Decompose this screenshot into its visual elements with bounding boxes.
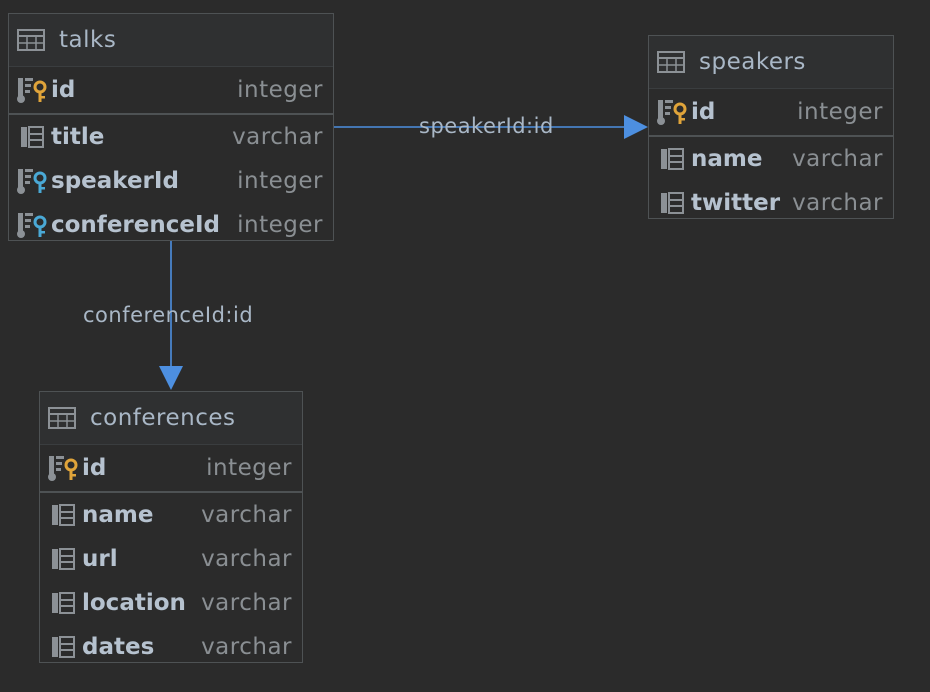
column-icon [655, 188, 689, 218]
column-type: varchar [792, 146, 883, 172]
column-row[interactable]: title varchar [9, 115, 333, 159]
table-header[interactable]: speakers [649, 36, 893, 89]
edge-conference-arrowhead [159, 366, 183, 390]
column-name: id [82, 455, 107, 481]
column-icon [655, 144, 689, 174]
column-row[interactable]: twitter varchar [649, 181, 893, 225]
column-row[interactable]: url varchar [40, 537, 302, 581]
column-name: dates [82, 634, 155, 660]
column-type: integer [237, 212, 323, 238]
edge-speaker-arrowhead [624, 115, 648, 139]
table-header[interactable]: conferences [40, 392, 302, 445]
column-type: integer [237, 168, 323, 194]
column-row[interactable]: name varchar [40, 493, 302, 537]
column-type: varchar [792, 190, 883, 216]
column-icon [15, 122, 49, 152]
edge-label-speaker: speakerId:id [419, 114, 554, 138]
primary-key-column-icon [15, 75, 49, 105]
column-type: varchar [201, 546, 292, 572]
column-row-pk[interactable]: id integer [9, 67, 333, 115]
column-row-pk[interactable]: id integer [649, 89, 893, 137]
column-name: id [691, 99, 716, 125]
foreign-key-column-icon [15, 166, 49, 196]
column-name: name [82, 502, 154, 528]
column-row[interactable]: dates varchar [40, 625, 302, 669]
column-type: integer [237, 77, 323, 103]
column-icon [46, 588, 80, 618]
column-type: varchar [201, 590, 292, 616]
table-name: speakers [699, 49, 806, 75]
column-icon [46, 544, 80, 574]
column-row[interactable]: name varchar [649, 137, 893, 181]
column-type: varchar [201, 502, 292, 528]
column-name: id [51, 77, 76, 103]
column-type: varchar [232, 124, 323, 150]
column-name: title [51, 124, 105, 150]
table-grid-icon [48, 407, 76, 429]
column-icon [46, 500, 80, 530]
column-row-pk[interactable]: id integer [40, 445, 302, 493]
table-name: conferences [90, 405, 236, 431]
column-name: location [82, 590, 186, 616]
primary-key-column-icon [46, 453, 80, 483]
table-name: talks [59, 27, 117, 53]
column-row-fk[interactable]: speakerId integer [9, 159, 333, 203]
column-type: varchar [201, 634, 292, 660]
column-name: speakerId [51, 168, 179, 194]
column-name: twitter [691, 190, 781, 216]
table-grid-icon [17, 29, 45, 51]
column-row-fk[interactable]: conferenceId integer [9, 203, 333, 247]
table-conferences[interactable]: conferences id integer [39, 391, 303, 663]
table-header[interactable]: talks [9, 14, 333, 67]
primary-key-column-icon [655, 97, 689, 127]
column-icon [46, 632, 80, 662]
column-name: url [82, 546, 118, 572]
table-grid-icon [657, 51, 685, 73]
table-speakers[interactable]: speakers id integer [648, 35, 894, 219]
column-type: integer [206, 455, 292, 481]
foreign-key-column-icon [15, 210, 49, 240]
table-talks[interactable]: talks id integer tit [8, 13, 334, 241]
edge-label-conference: conferenceId:id [83, 303, 254, 327]
column-name: conferenceId [51, 212, 220, 238]
column-type: integer [797, 99, 883, 125]
column-name: name [691, 146, 763, 172]
column-row[interactable]: location varchar [40, 581, 302, 625]
